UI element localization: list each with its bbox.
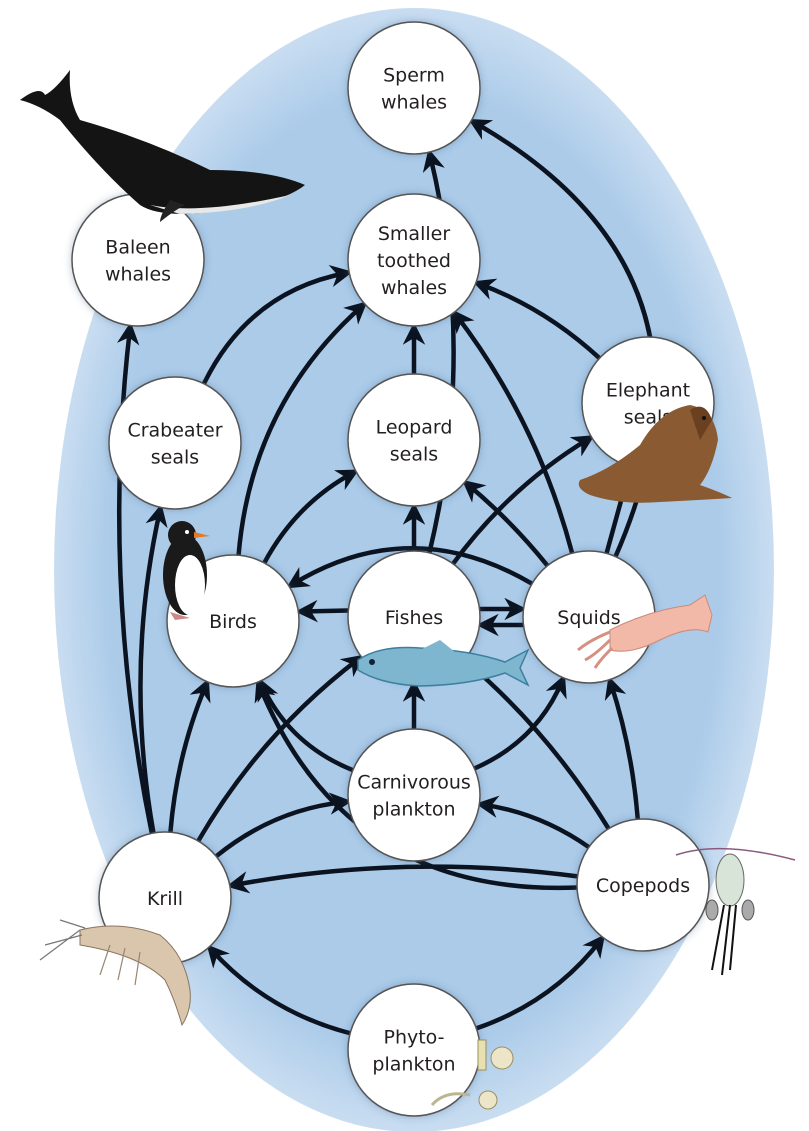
node-carnplank: Carnivorous plankton [347, 728, 481, 862]
arrow-krill-birds [168, 678, 211, 833]
node-label: Smaller [378, 223, 450, 245]
phytoplankton-icon [430, 1039, 514, 1110]
arrow-carnplank-birds [257, 677, 354, 773]
arrow-copepods-krill [226, 864, 578, 894]
penguin-icon [163, 521, 210, 620]
node-label: Krill [147, 888, 183, 910]
arrow-phyto-copepods [475, 934, 606, 1031]
node-label: Copepods [596, 875, 690, 897]
arrow-fishes-birds [295, 599, 349, 623]
node-label: Leopard [376, 417, 453, 439]
arrow-squids-birds [286, 546, 534, 589]
node-label: plankton [372, 799, 455, 821]
node-leopard: Leopard seals [347, 373, 481, 507]
arrow-carnplank-squids [473, 674, 567, 771]
node-circle [576, 818, 710, 952]
arrow-copepods-squids [604, 676, 641, 820]
node-baleen: Baleen whales [71, 193, 205, 327]
whale-icon [20, 70, 305, 222]
node-label: whales [381, 277, 447, 299]
arrow-squids-leopard [461, 479, 550, 568]
arrow-krill-crabeater [138, 503, 168, 834]
arrow-fishes-elephant [451, 435, 595, 566]
elephant-seal-icon [578, 405, 732, 503]
node-label: Phyto- [383, 1027, 444, 1049]
node-circle [108, 376, 242, 510]
arrow-krill-fishes [196, 654, 365, 843]
node-phyto: Phyto-plankton [347, 983, 481, 1117]
node-label: Baleen [105, 237, 170, 259]
arrow-squids-toothed [451, 309, 575, 554]
arrow-krill-carnplank [214, 792, 353, 859]
edges-layer [116, 118, 658, 1036]
arrow-phyto-krill [206, 944, 351, 1036]
node-label: toothed [377, 250, 451, 272]
node-label: seals [390, 444, 438, 466]
node-label: whales [381, 92, 447, 114]
node-label: whales [105, 264, 171, 286]
node-copepods: Copepods [576, 818, 710, 952]
node-label: plankton [372, 1054, 455, 1076]
copepod-icon [675, 847, 796, 976]
arrow-copepods-fishes [461, 657, 611, 830]
arrow-krill-baleen [116, 321, 155, 834]
node-circle [347, 983, 481, 1117]
node-squids: Squids [522, 550, 656, 684]
node-label: seals [151, 447, 199, 469]
node-toothed: Smaller toothed whales [347, 193, 481, 327]
nodes-layer: SpermwhalesBaleenwhalesSmallertoothedwha… [71, 21, 715, 1117]
arrow-birds-toothed [236, 301, 368, 556]
node-circle [347, 193, 481, 327]
node-label: Carnivorous [357, 772, 471, 794]
arrow-birds-leopard [262, 469, 360, 564]
arrow-copepods-carnplank [475, 795, 591, 850]
node-label: Sperm [383, 65, 445, 87]
arrow-crabeater-toothed [201, 264, 353, 385]
node-sperm: Sperm whales [347, 21, 481, 155]
krill-icon [39, 919, 191, 1027]
node-circle [347, 21, 481, 155]
node-label: Crabeater [127, 420, 222, 442]
node-crabeater: Crabeater seals [108, 376, 242, 510]
node-label: Birds [209, 611, 257, 633]
squid-icon [577, 594, 713, 669]
node-label: Elephant [606, 380, 690, 402]
arrow-elephant-toothed [472, 278, 602, 360]
node-label: Squids [557, 607, 620, 629]
node-circle [347, 373, 481, 507]
fish-icon [357, 640, 530, 687]
node-circle [347, 728, 481, 862]
node-label: Fishes [385, 607, 443, 629]
